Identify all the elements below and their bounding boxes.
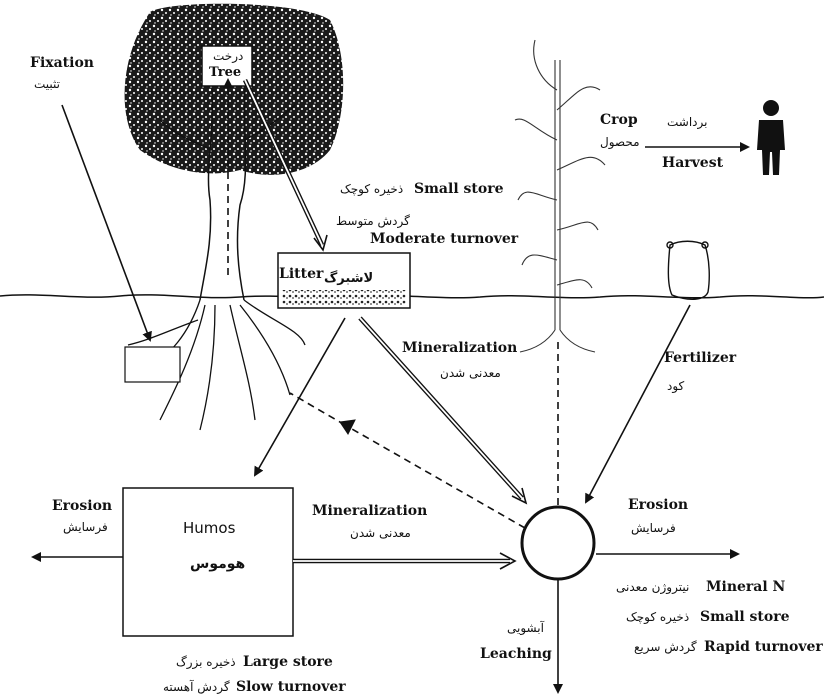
person-icon — [757, 100, 785, 175]
leaching-label-en: Leaching — [480, 646, 552, 662]
small-store-top-en: Small store — [414, 181, 503, 197]
fixation-label-fa: تثبیت — [34, 78, 60, 92]
crop-label-en: Crop — [600, 112, 638, 128]
mineralization-upper-en: Mineralization — [402, 340, 517, 356]
large-store-en: Large store — [243, 654, 333, 670]
crop-plant — [515, 40, 605, 352]
erosion-right-en: Erosion — [628, 497, 688, 513]
tree-label-fa: درخت — [213, 50, 243, 64]
crop-label-fa: محصول — [600, 136, 640, 150]
mineralization-upper-fa: معدنی شدن — [440, 367, 501, 381]
tree-label-en: Tree — [209, 66, 241, 81]
rapid-turnover-en: Rapid turnover — [704, 639, 823, 655]
mineral-n-en: Mineral N — [706, 579, 785, 595]
erosion-right-fa: فرسایش — [631, 522, 676, 536]
moderate-turnover-fa: گردش متوسط — [336, 215, 410, 229]
erosion-left-fa: فرسایش — [63, 521, 108, 535]
small-store-bottom-en: Small store — [700, 609, 789, 625]
erosion-left-en: Erosion — [52, 498, 112, 514]
small-store-bottom-fa: ذخیره کوچک — [626, 611, 689, 625]
fertilizer-label-en: Fertilizer — [664, 350, 736, 366]
tree-canopy — [125, 4, 344, 175]
fixation-label-en: Fixation — [30, 55, 94, 71]
harvest-label-fa: برداشت — [667, 116, 707, 130]
litter-label-en: Litter — [279, 266, 323, 282]
humus-label-en: Humos — [183, 520, 235, 537]
moderate-turnover-en: Moderate turnover — [370, 231, 518, 247]
mineral-n-fa: نیتروژن معدنی — [616, 581, 689, 595]
litter-to-humus-arrow — [255, 318, 345, 475]
fixation-nodule-box — [125, 347, 180, 382]
humus-label-fa: هوموس — [190, 556, 245, 572]
mineralization-lower-fa: معدنی شدن — [350, 527, 411, 541]
slow-turnover-fa: گردش آهسته — [163, 681, 230, 695]
harvest-label-en: Harvest — [662, 155, 723, 171]
leaching-label-fa: آبشویی — [507, 622, 544, 636]
rapid-turnover-fa: گردش سریع — [634, 641, 697, 655]
litter-label-fa: لاشبرگ — [324, 272, 373, 287]
slow-turnover-en: Slow turnover — [236, 679, 346, 695]
soil-surface-line — [0, 295, 824, 298]
large-store-fa: ذخیره بزرگ — [176, 656, 236, 670]
mineralization-lower-en: Mineralization — [312, 503, 427, 519]
mineral-n-pool — [522, 507, 594, 579]
small-store-top-fa: ذخیره کوچک — [340, 183, 403, 197]
fertilizer-bag-icon — [667, 241, 709, 299]
fertilizer-label-fa: کود — [667, 380, 684, 394]
fertilizer-arrow — [586, 305, 690, 502]
